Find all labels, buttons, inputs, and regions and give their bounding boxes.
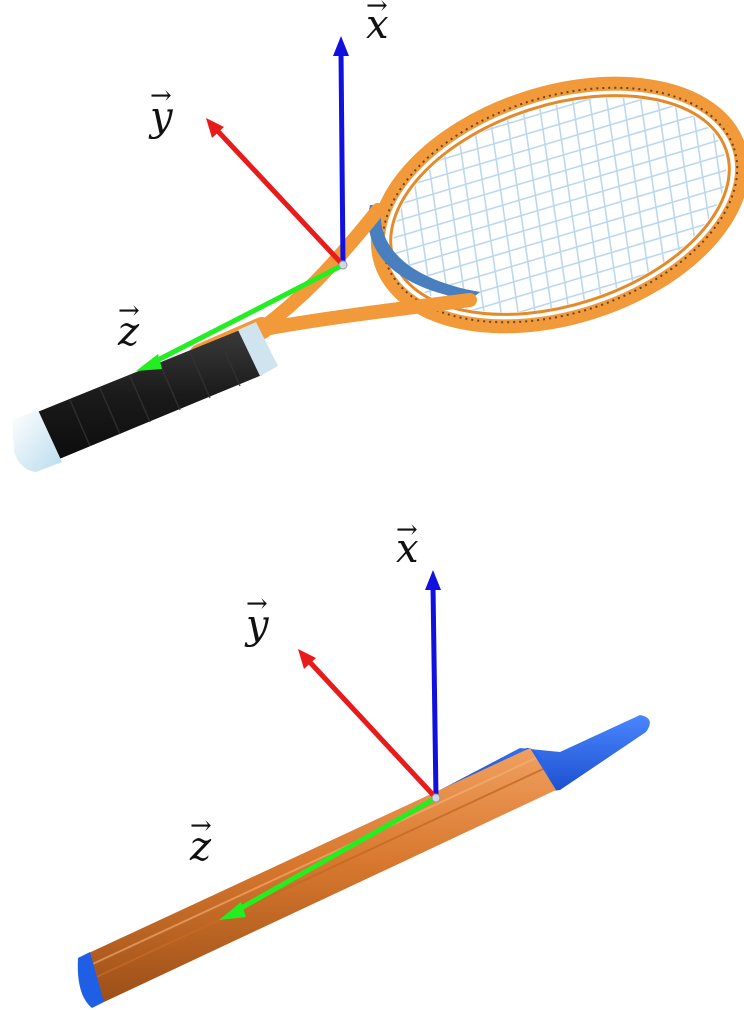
axes-origin (432, 794, 440, 802)
y-axis-arrow (214, 127, 343, 265)
z-vector-arrow-glyph: → (190, 811, 212, 841)
x-vector-arrow-glyph: → (366, 0, 388, 21)
x-axis-arrowhead (425, 570, 441, 590)
pen-panel: x → y → z → (0, 490, 744, 1010)
x-vector-arrow-glyph: → (396, 515, 418, 545)
x-axis-arrow (433, 586, 436, 798)
racket-panel: x → y → z → (0, 0, 744, 490)
x-axis-arrowhead (333, 36, 349, 56)
axes-origin (339, 261, 347, 269)
x-axis-arrow (341, 52, 343, 265)
z-vector-arrow-glyph: → (118, 296, 140, 326)
pen-body (78, 748, 556, 1002)
y-vector-arrow-glyph: → (150, 81, 172, 111)
y-axis-arrow (306, 658, 436, 798)
pen-figure: x → y → z → (0, 490, 744, 1010)
racket-grip (30, 322, 278, 462)
y-vector-arrow-glyph: → (246, 589, 268, 619)
z-axis-arrowhead (136, 354, 162, 371)
racket-head (347, 0, 744, 392)
racket-figure: x → y → z → (0, 0, 744, 490)
